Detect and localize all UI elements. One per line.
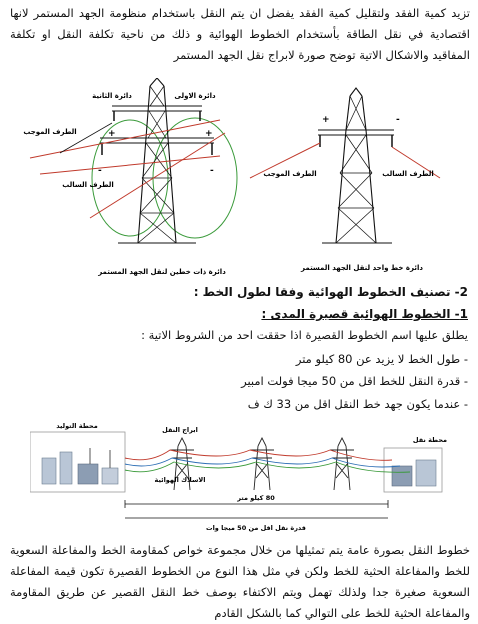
label-length: 80 كيلو متر [236, 494, 275, 502]
double-circuit-tower [91, 78, 238, 244]
caption-single-circuit: دائرة خط واحد لنقل الجهد المستمر [300, 264, 423, 272]
subsection1-title: 1- الخطوط الهوائية قصيرة المدى : [261, 307, 468, 321]
condition-2: - قدرة النقل للخط اقل من 50 ميجا فولت ام… [241, 374, 468, 388]
transfer-station-icon [383, 447, 443, 493]
generating-station-icon [30, 431, 126, 493]
section2-title: 2- تصنيف الخطوط الهوائية وفقا لطول الخط … [193, 285, 468, 299]
svg-text:-: - [98, 166, 102, 176]
intro-paragraph: تزيد كمية الفقد ولتقليل كمية الفقد يفضل … [10, 6, 470, 62]
svg-text:+: + [205, 129, 213, 139]
caption-double-circuit: دائرة ذات خطين لنقل الجهد المستمر [97, 268, 226, 276]
label-generating-station: محطة التوليد [56, 422, 98, 430]
short-line-figure: محطة التوليد محطة نقل ابراج النقل الاسلا… [30, 422, 447, 532]
svg-text:+: + [322, 115, 330, 125]
label-right-negative: الطرف السالب [382, 170, 434, 178]
label-right-positive: الطرف الموجب [263, 170, 316, 178]
condition-1: - طول الخط لا يزيد عن 80 كيلو متر [295, 352, 468, 366]
svg-text:-: - [210, 166, 214, 176]
closing-paragraph: خطوط النقل بصورة عامة يتم تمثيلها من خلا… [10, 543, 470, 620]
label-transmission-towers: ابراج النقل [162, 426, 198, 434]
label-circuit-one: دائرة الاولى [174, 92, 216, 100]
label-circuit-two: دائرة الثانية [92, 92, 132, 100]
condition-3: - عندما يكون جهد خط النقل اقل من 33 ك ف [247, 397, 468, 411]
conditions-intro: يطلق عليها اسم الخطوط القصيرة اذا حققت ا… [141, 328, 468, 342]
transmission-towers [170, 436, 354, 491]
label-capacity: قدرة نقل اقل من 50 ميجا وات [206, 524, 306, 532]
label-left-positive: الطرف الموجب [23, 128, 76, 136]
label-transfer-station: محطة نقل [413, 436, 447, 444]
single-circuit-tower [318, 87, 394, 244]
hvdc-towers-figure: دائرة الثانية دائرة الاولى الطرف الموجب … [23, 78, 441, 276]
svg-text:+: + [108, 129, 116, 139]
label-left-negative: الطرف السالب [62, 181, 114, 189]
label-overhead-wires: الاسلاك الهوائية [155, 476, 206, 484]
svg-text:-: - [396, 115, 400, 125]
